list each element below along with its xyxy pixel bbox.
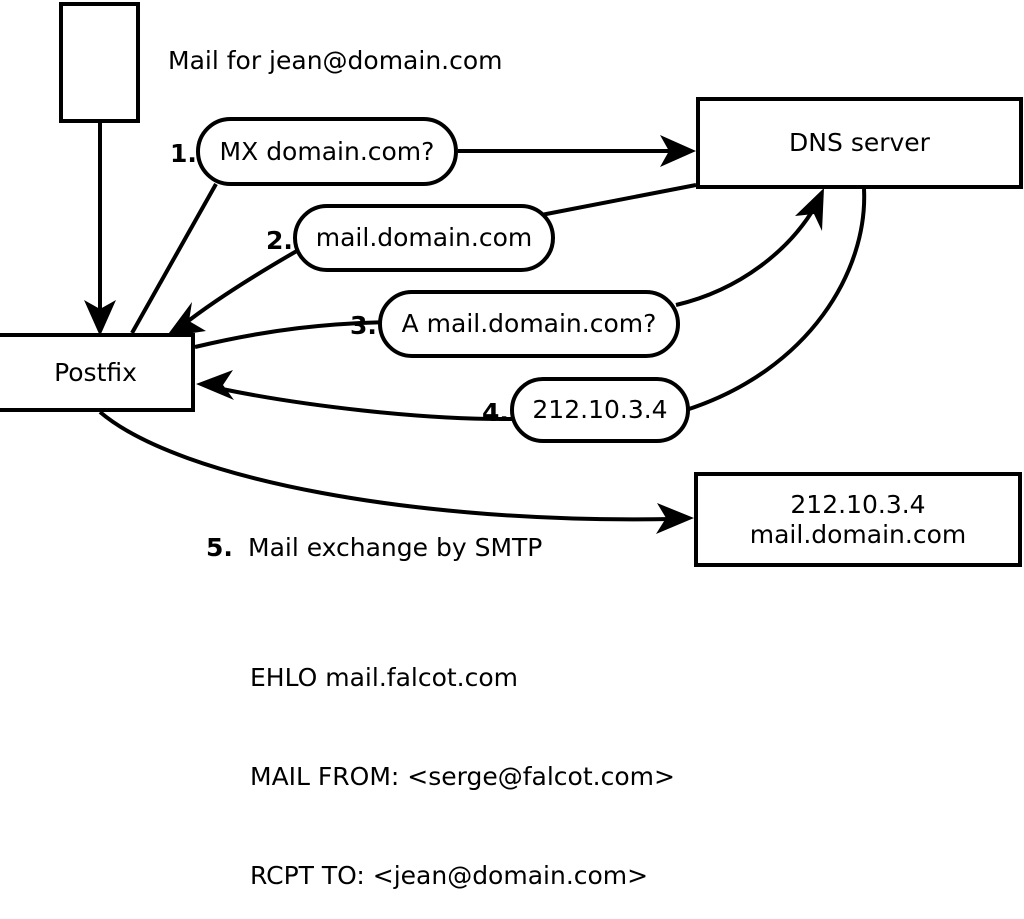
- edge-postfix-to-a-query: [194, 320, 393, 349]
- message-pill-mx-query-label: MX domain.com?: [219, 136, 435, 166]
- message-pill-a-query-label: A mail.domain.com?: [401, 309, 657, 339]
- step-number-2: 2.: [266, 226, 293, 255]
- edge-mx-answer-to-postfix: [166, 246, 303, 337]
- edge-dns-to-a-answer: [685, 188, 867, 412]
- node-postfix[interactable]: Postfix: [0, 333, 195, 412]
- smtp-transcript: EHLO mail.falcot.com MAIL FROM: <serge@f…: [250, 595, 675, 919]
- step-number-4: 4.: [482, 398, 509, 427]
- edge-client-to-postfix: [84, 123, 116, 336]
- message-pill-a-query[interactable]: A mail.domain.com?: [378, 290, 680, 358]
- node-postfix-label: Postfix: [54, 357, 137, 387]
- edge-dns-to-mx-answer: [535, 183, 697, 218]
- edge-postfix-to-mx-query: [130, 183, 218, 334]
- smtp-transcript-line-1: EHLO mail.falcot.com: [250, 663, 519, 692]
- message-pill-mx-answer[interactable]: mail.domain.com: [293, 204, 555, 272]
- edge-a-answer-to-postfix: [196, 370, 513, 422]
- node-sender-client[interactable]: [59, 2, 140, 123]
- edge-mx-query-to-dns: [458, 135, 696, 167]
- message-pill-mx-query[interactable]: MX domain.com?: [196, 117, 458, 186]
- step-number-3: 3.: [350, 311, 377, 340]
- message-pill-mx-answer-label: mail.domain.com: [315, 223, 533, 253]
- step-number-5: 5.: [206, 533, 233, 562]
- step-5-label: Mail exchange by SMTP: [248, 533, 543, 562]
- node-remote-mail-server-hostname: mail.domain.com: [749, 519, 967, 549]
- mail-for-caption: Mail for jean@domain.com: [168, 46, 503, 75]
- node-remote-mail-server-ip: 212.10.3.4: [790, 490, 926, 519]
- step-number-1: 1.: [170, 139, 197, 168]
- smtp-transcript-line-3: RCPT TO: <jean@domain.com>: [250, 861, 649, 890]
- node-remote-mail-server[interactable]: 212.10.3.4 mail.domain.com: [694, 472, 1022, 567]
- message-pill-a-answer-label: 212.10.3.4: [532, 395, 668, 425]
- edge-postfix-to-remote-server: [98, 410, 694, 534]
- message-pill-a-answer[interactable]: 212.10.3.4: [510, 377, 690, 443]
- smtp-transcript-line-2: MAIL FROM: <serge@falcot.com>: [250, 762, 675, 791]
- node-dns-server-label: DNS server: [789, 128, 930, 158]
- edge-a-query-to-dns: [675, 188, 824, 307]
- node-dns-server[interactable]: DNS server: [696, 97, 1023, 189]
